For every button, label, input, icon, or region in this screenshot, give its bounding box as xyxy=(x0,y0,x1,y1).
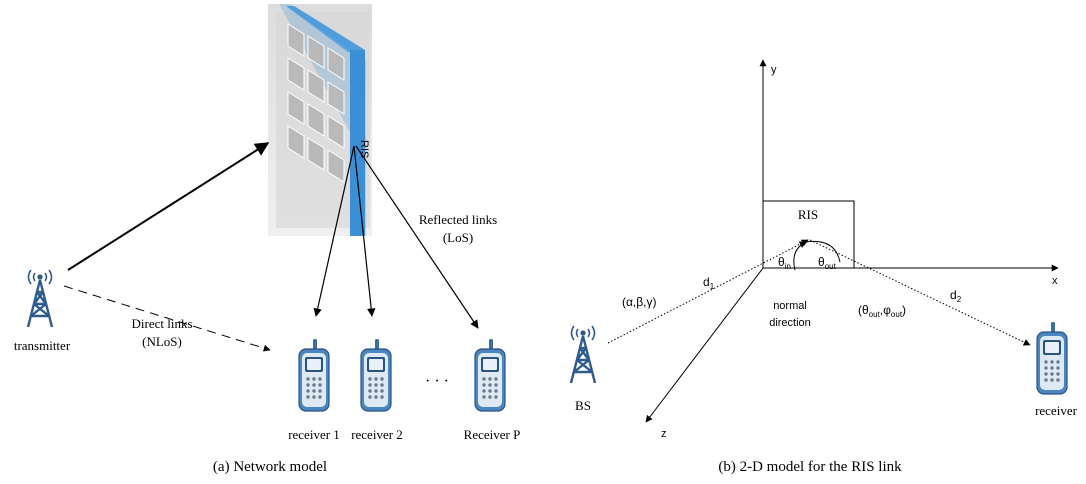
d2-label: d2 xyxy=(950,288,962,304)
reflected-link-p xyxy=(355,145,479,329)
x-axis-label: x xyxy=(1052,275,1058,287)
reflected-link-1 xyxy=(313,145,355,317)
caption-a: (a) Network model xyxy=(213,459,327,475)
receiver-p-label: Receiver P xyxy=(464,427,521,442)
ris-surface: RIS xyxy=(268,4,372,236)
bs-tower-icon xyxy=(569,324,597,385)
receiver-1-phone-icon xyxy=(298,338,330,412)
theta-in-label: θin xyxy=(778,255,791,271)
d1-label: d1 xyxy=(703,275,715,291)
receiver-p-phone-icon xyxy=(474,338,506,412)
normal-direction-label-2: direction xyxy=(769,317,811,329)
direct-link xyxy=(63,285,271,352)
transmitter-tower-icon xyxy=(26,268,54,329)
receiver-1-label: receiver 1 xyxy=(288,427,340,442)
reflected-links-label: Reflected links xyxy=(419,212,497,227)
theta-out-arc xyxy=(805,240,841,263)
out-angles-label: (θout,φout) xyxy=(858,303,906,319)
ris-label-b: RIS xyxy=(798,207,818,222)
ris-label-a: RIS xyxy=(358,140,370,158)
panel-a-network-model: RIS transmitter Direct links (NLoS) Refl… xyxy=(14,4,521,475)
incident-link xyxy=(67,142,270,271)
reflected-links-los-label: (LoS) xyxy=(443,230,473,245)
theta-in-arc xyxy=(793,241,807,271)
ris-receiver-path xyxy=(809,239,1031,346)
direct-links-label: Direct links xyxy=(131,316,192,331)
ris-box xyxy=(762,200,855,269)
bs-angles-label: (α,β,γ) xyxy=(622,295,657,309)
normal-direction-label-1: normal xyxy=(773,300,807,312)
receiver-label-b: receiver xyxy=(1035,403,1078,418)
z-axis xyxy=(645,267,764,423)
theta-out-label: θout xyxy=(818,255,837,271)
caption-b: (b) 2-D model for the RIS link xyxy=(718,459,902,475)
y-axis-label: y xyxy=(771,64,777,76)
receiver-2-label: receiver 2 xyxy=(351,427,403,442)
reflected-link-2 xyxy=(353,145,376,317)
bs-ris-path xyxy=(607,239,809,344)
z-axis-label: z xyxy=(661,428,667,440)
transmitter-label: transmitter xyxy=(14,338,71,353)
receiver-phone-icon xyxy=(1036,321,1068,395)
bs-label: BS xyxy=(575,398,591,413)
panel-b-2d-model: y x z RIS θin θout d1 d2 (α,β,γ) normal … xyxy=(569,59,1078,475)
receiver-2-phone-icon xyxy=(360,338,392,412)
direct-links-nlos-label: (NLoS) xyxy=(142,334,182,349)
receivers-ellipsis: · · · xyxy=(425,373,449,390)
